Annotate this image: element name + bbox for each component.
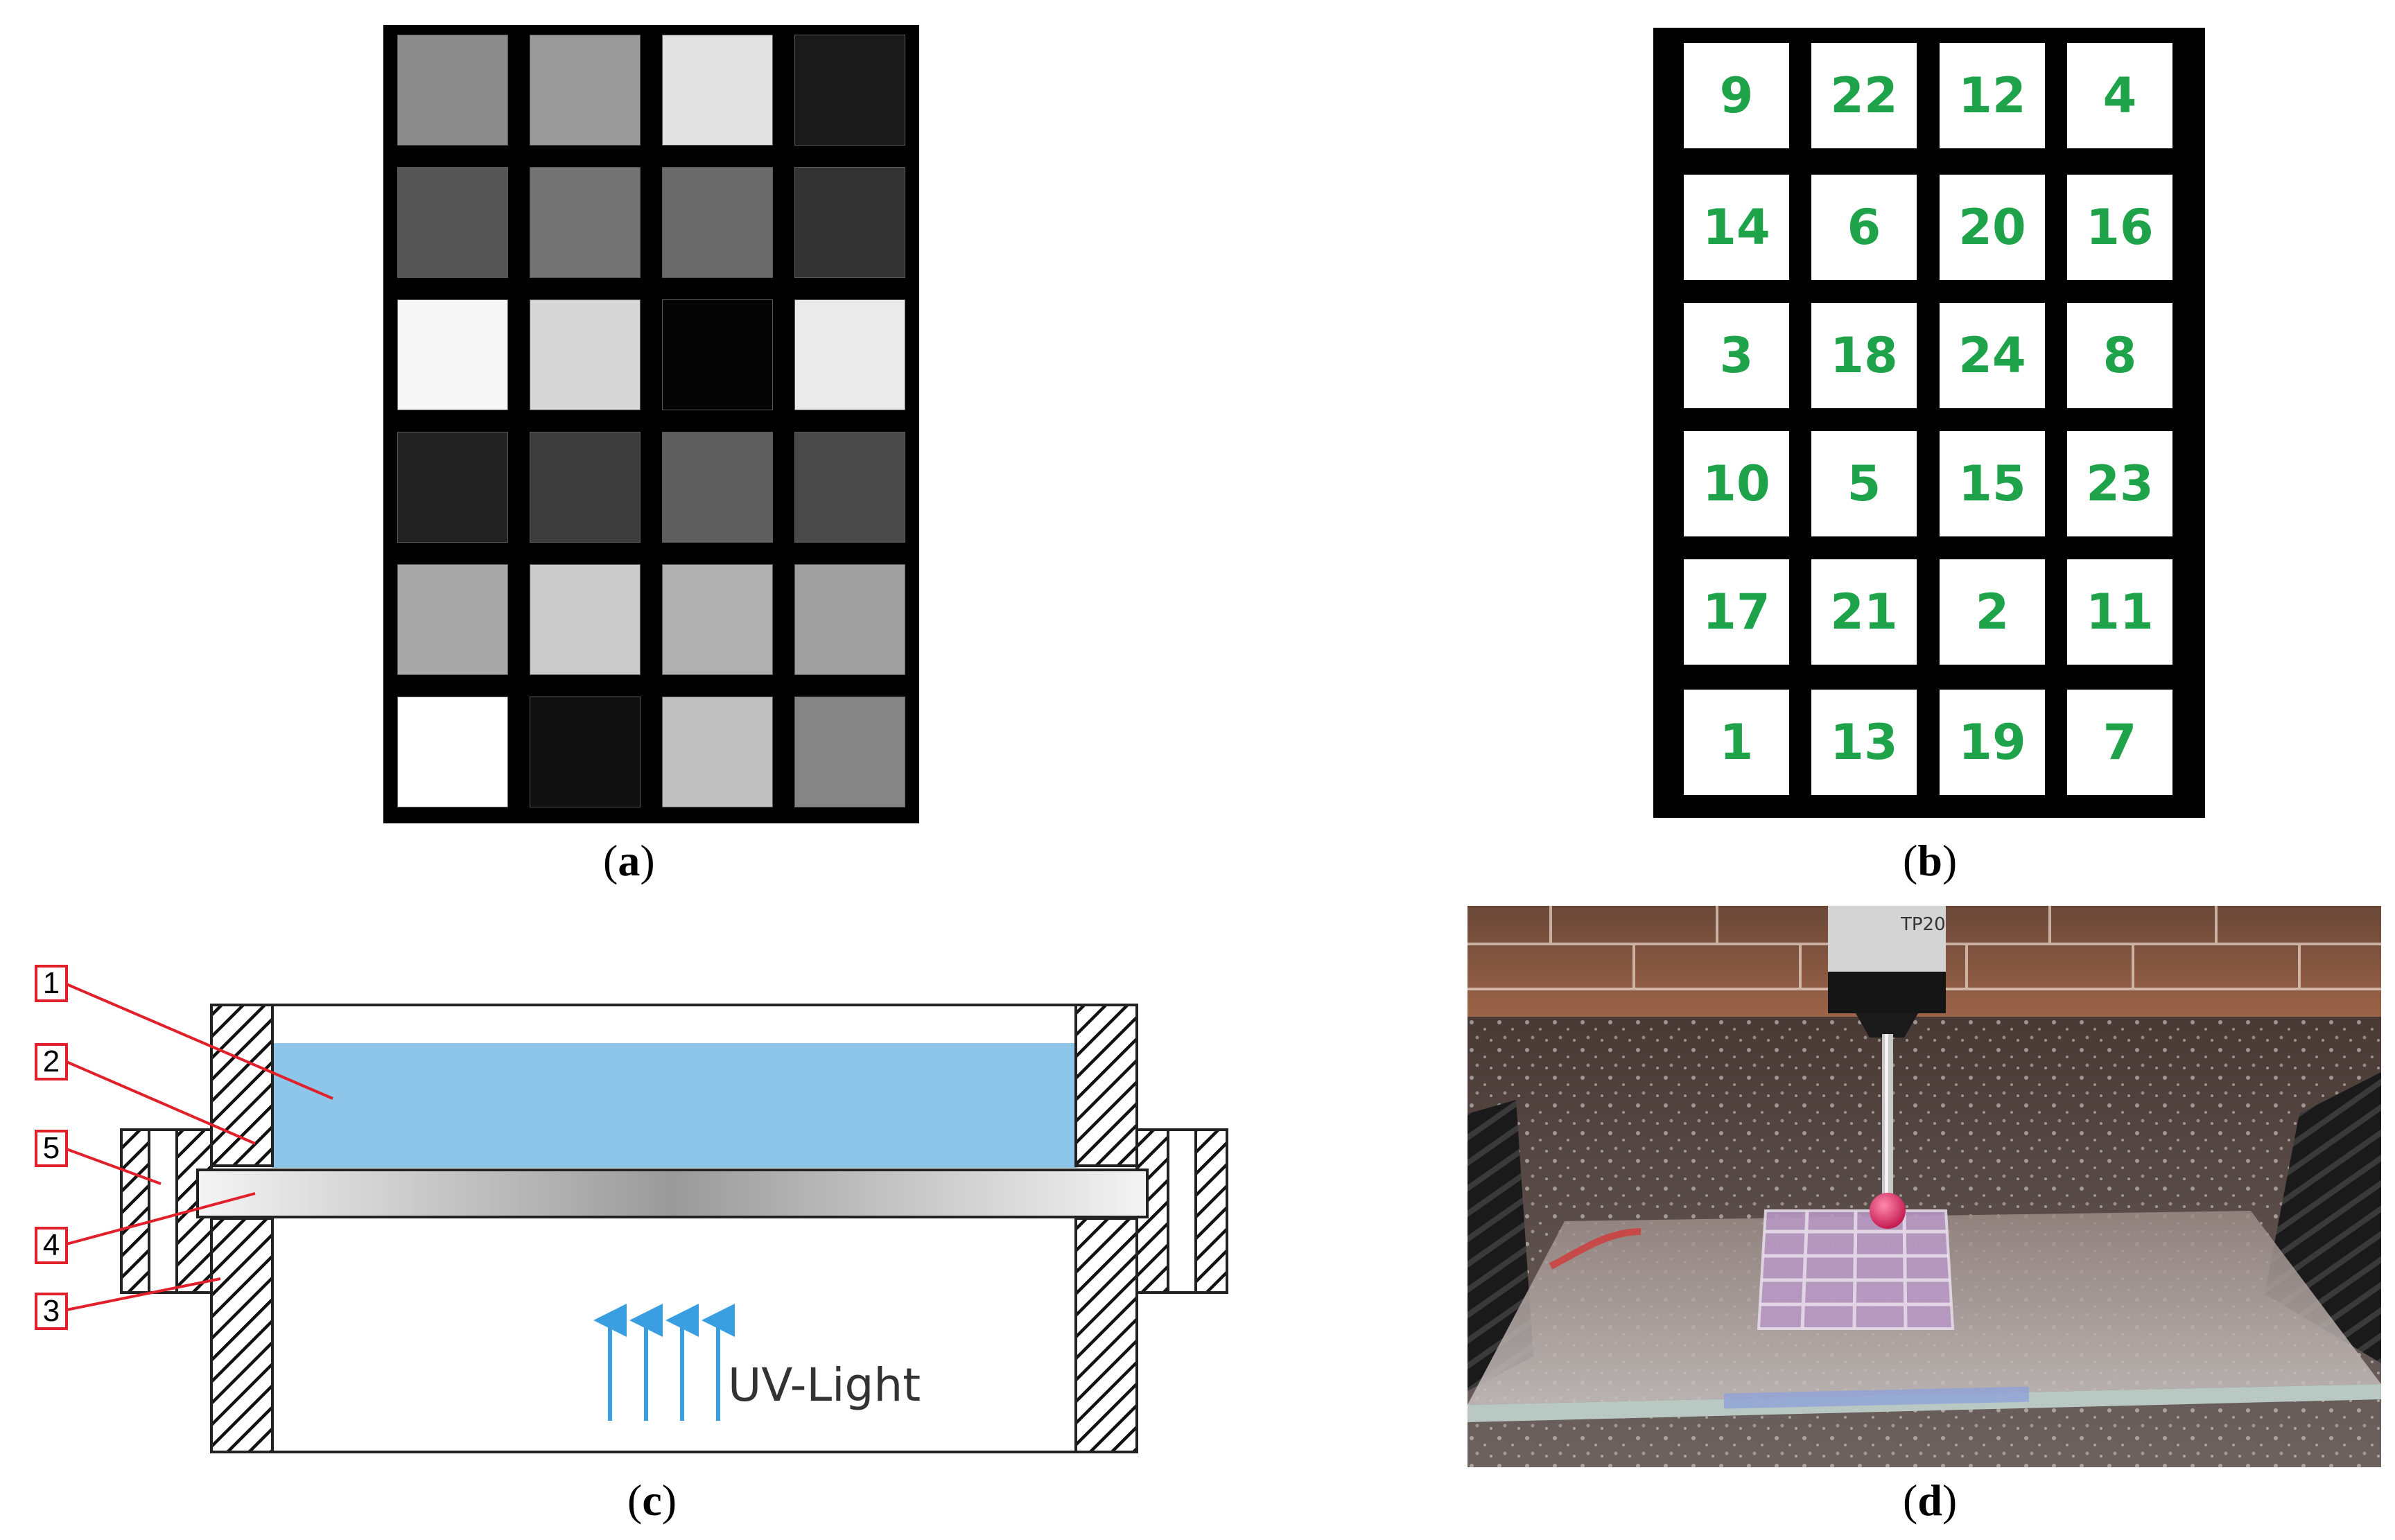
gray-cell [530, 564, 641, 675]
left-wall-upper [210, 1004, 274, 1167]
left-clamp-outer [120, 1128, 150, 1294]
number-cell: 8 [2067, 303, 2172, 408]
cross-section-diagram: 1 2 5 4 3 UV-Light [0, 901, 1289, 1469]
gray-cell [662, 35, 773, 146]
grayscale-grid [383, 25, 919, 823]
label-4: 4 [35, 1227, 68, 1264]
label-2: 2 [35, 1043, 68, 1080]
gray-cell [794, 167, 905, 278]
left-clamp-gap [148, 1128, 178, 1294]
right-clamp-outer [1194, 1128, 1228, 1294]
gray-cell [397, 299, 508, 410]
number-cell: 22 [1811, 43, 1917, 148]
gray-cell [530, 35, 641, 146]
number-cell: 3 [1684, 303, 1789, 408]
cross-section-drawing [66, 983, 1228, 1453]
resin-layer [272, 1043, 1078, 1168]
number-cell: 2 [1940, 559, 2045, 665]
number-cell: 10 [1684, 431, 1789, 536]
right-clamp-gap [1167, 1128, 1197, 1294]
number-cell: 17 [1684, 559, 1789, 665]
gray-cell [397, 432, 508, 543]
photo-illustration: TP20 [1468, 906, 2381, 1467]
number-cell: 16 [2067, 175, 2172, 280]
number-cell: 18 [1811, 303, 1917, 408]
number-cell: 12 [1940, 43, 2045, 148]
number-cell: 14 [1684, 175, 1789, 280]
gray-cell [397, 697, 508, 807]
gray-cell [530, 167, 641, 278]
number-cell: 9 [1684, 43, 1789, 148]
gray-cell [662, 299, 773, 410]
gray-cell [397, 564, 508, 675]
number-cell: 13 [1811, 690, 1917, 795]
caption-b: (b) [1903, 836, 1958, 885]
number-cell: 1 [1684, 690, 1789, 795]
gray-cell [794, 35, 905, 146]
left-wall-lower [210, 1217, 274, 1453]
gray-cell [794, 697, 905, 807]
right-wall-upper [1074, 1004, 1138, 1167]
gray-cell [662, 697, 773, 807]
gray-cell [794, 299, 905, 410]
right-wall-lower [1074, 1217, 1138, 1453]
number-cell: 24 [1940, 303, 2045, 408]
gray-cell [662, 432, 773, 543]
gray-cell [794, 432, 905, 543]
number-cell: 15 [1940, 431, 2045, 536]
label-5: 5 [35, 1130, 68, 1167]
gray-cell [530, 299, 641, 410]
caption-c: (c) [627, 1476, 677, 1525]
gray-cell [530, 697, 641, 807]
number-cell: 7 [2067, 690, 2172, 795]
measurement-photo: TP20 [1468, 906, 2381, 1467]
label-1: 1 [35, 965, 68, 1002]
gray-cell [662, 564, 773, 675]
probe-ruby-ball [1870, 1193, 1906, 1229]
glass-plate [196, 1169, 1149, 1218]
probe-body [1828, 906, 1946, 972]
number-cell: 11 [2067, 559, 2172, 665]
number-cell: 19 [1940, 690, 2045, 795]
gray-cell [397, 167, 508, 278]
label-3: 3 [35, 1293, 68, 1330]
number-cell: 20 [1940, 175, 2045, 280]
caption-a: (a) [603, 836, 655, 885]
number-cell: 5 [1811, 431, 1917, 536]
probe-label: TP20 [1900, 914, 1946, 935]
number-cell: 21 [1811, 559, 1917, 665]
gray-cell [530, 432, 641, 543]
number-cell: 4 [2067, 43, 2172, 148]
gray-cell [397, 35, 508, 146]
uv-light-label: UV-Light [728, 1358, 921, 1412]
number-cell: 23 [2067, 431, 2172, 536]
gray-cell [794, 564, 905, 675]
gray-cell [662, 167, 773, 278]
caption-d: (d) [1903, 1476, 1958, 1525]
number-cell: 6 [1811, 175, 1917, 280]
